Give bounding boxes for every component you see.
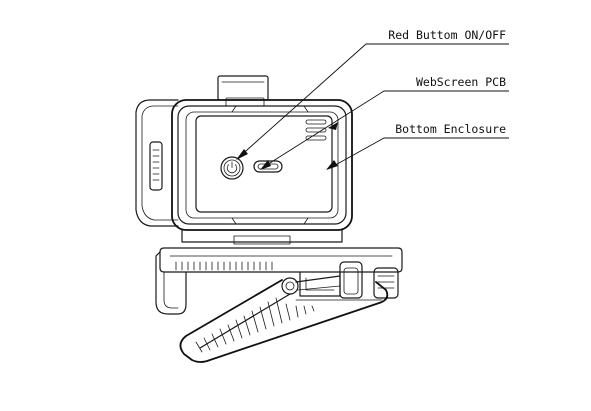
power-button — [220, 156, 244, 180]
callout-labels: Red Buttom ON/OFF WebScreen PCB Bottom E… — [388, 28, 506, 136]
callout-pcb-label: WebScreen PCB — [416, 75, 506, 89]
callout-leaders — [236, 43, 509, 170]
left-side-housing — [135, 99, 179, 227]
callout-enclosure-label: Bottom Enclosure — [395, 122, 506, 136]
stand-base — [155, 229, 403, 315]
power-icon — [226, 161, 238, 174]
callout-power-button-label: Red Buttom ON/OFF — [388, 28, 506, 42]
top-mount-tab — [217, 75, 269, 107]
bottom-enclosure-body — [171, 99, 353, 231]
side-slider — [149, 141, 163, 191]
folding-leg — [179, 275, 389, 363]
leg-ribs — [195, 297, 315, 353]
plate-ribs — [175, 261, 273, 271]
